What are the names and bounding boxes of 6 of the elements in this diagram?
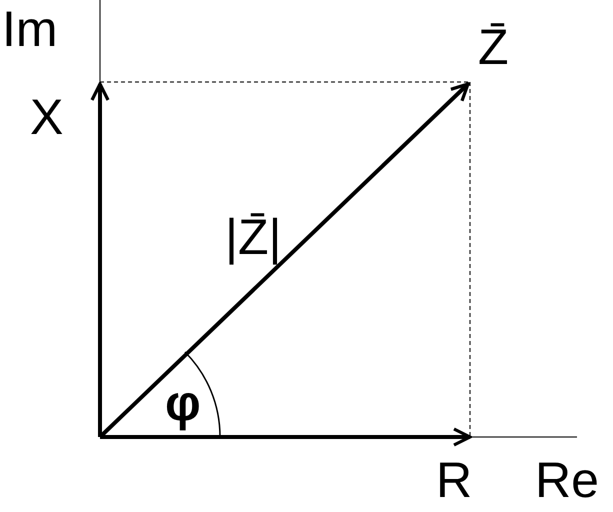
axis-label: Im [2,4,58,54]
vector-label: X [30,92,64,142]
vector-label: R [436,455,472,505]
angle-label: φ [165,378,201,428]
vector-label: Z̄ [478,22,509,72]
axis-label: Re [535,455,599,505]
